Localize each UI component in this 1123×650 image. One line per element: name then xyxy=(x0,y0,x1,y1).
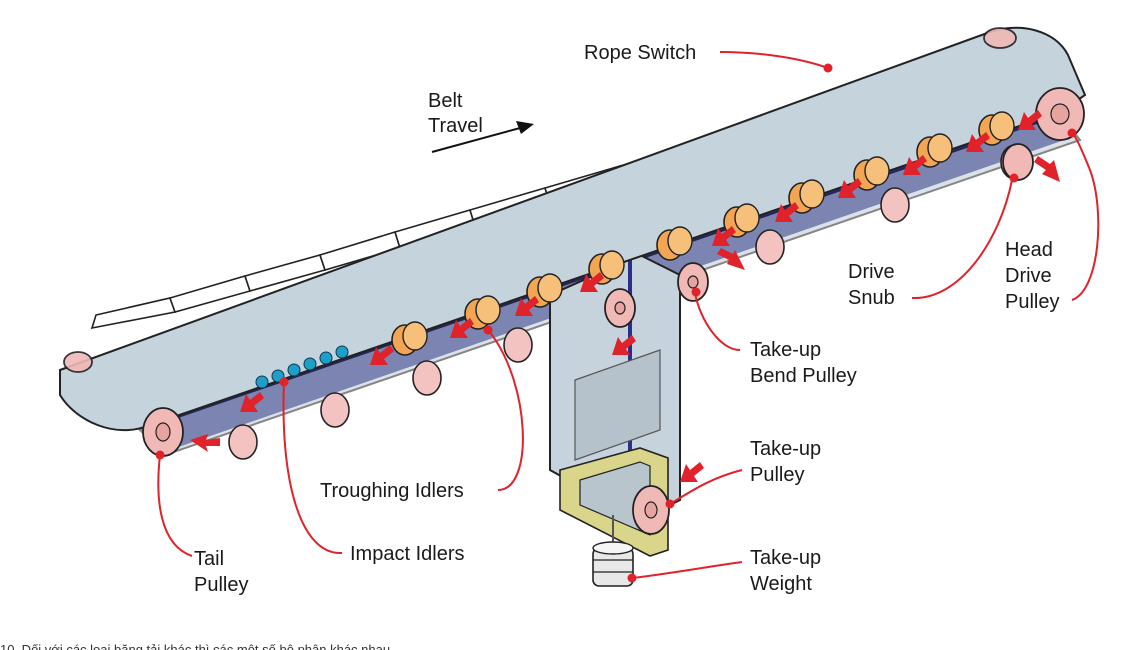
red-arrow xyxy=(1018,110,1042,130)
force-arrows xyxy=(190,110,1060,482)
label-takeup-pulley-line2: Pulley xyxy=(750,464,804,486)
red-arrow xyxy=(717,248,745,270)
red-arrow xyxy=(190,434,220,452)
troughing-idler xyxy=(788,179,825,214)
label-drive-snub-line1: Drive xyxy=(848,261,895,283)
leader-lines xyxy=(155,51,1100,583)
red-arrow xyxy=(515,296,539,316)
label-takeup-weight-line1: Take-up xyxy=(750,547,821,569)
red-arrow xyxy=(370,345,394,365)
label-rope-switch: Rope Switch xyxy=(584,42,696,64)
label-takeup-bend-line1: Take-up xyxy=(750,339,821,361)
label-impact-idlers: Impact Idlers xyxy=(350,543,464,565)
label-belt-travel-line1: Belt xyxy=(428,90,463,112)
label-takeup-bend-line2: Bend Pulley xyxy=(750,365,857,387)
takeup-pulley xyxy=(632,485,670,535)
labels: Rope Switch Belt Travel Head Drive Pulle… xyxy=(194,42,1059,596)
red-arrow xyxy=(903,155,927,175)
label-troughing-idlers: Troughing Idlers xyxy=(320,480,464,502)
label-belt-travel-line2: Travel xyxy=(428,115,483,137)
red-arrow xyxy=(450,318,474,338)
red-arrow xyxy=(966,132,990,152)
label-head-drive-line2: Drive xyxy=(1005,265,1052,287)
troughing-idler xyxy=(656,226,693,261)
drive-snub-pulley xyxy=(1002,143,1034,181)
label-takeup-pulley-line1: Take-up xyxy=(750,438,821,460)
takeup-weight xyxy=(592,515,634,587)
red-arrow xyxy=(775,202,799,222)
tail-pulley xyxy=(63,351,184,457)
label-tail-pulley-line1: Tail xyxy=(194,548,224,570)
figure-caption: 10. Dối với các loại băng tải khác thì c… xyxy=(0,642,391,650)
red-arrow xyxy=(680,462,704,482)
label-head-drive-line1: Head xyxy=(1005,239,1053,261)
head-drive-pulley xyxy=(983,27,1085,141)
label-head-drive-line3: Pulley xyxy=(1005,291,1059,313)
troughing-idler xyxy=(391,321,428,356)
impact-idlers xyxy=(255,345,349,389)
red-arrow xyxy=(580,272,604,292)
red-arrow xyxy=(838,178,862,198)
troughing-idler xyxy=(916,133,953,168)
belt-travel-arrow xyxy=(431,121,534,153)
takeup-bend-pulleys xyxy=(604,262,709,328)
red-arrow xyxy=(240,392,264,412)
troughing-idlers xyxy=(391,111,1015,356)
red-arrow xyxy=(612,335,636,355)
label-tail-pulley-line2: Pulley xyxy=(194,574,248,596)
red-arrow xyxy=(1034,156,1060,182)
label-drive-snub-line2: Snub xyxy=(848,287,895,309)
label-takeup-weight-line2: Weight xyxy=(750,573,812,595)
red-arrow xyxy=(712,226,736,246)
troughing-idler xyxy=(464,295,501,330)
